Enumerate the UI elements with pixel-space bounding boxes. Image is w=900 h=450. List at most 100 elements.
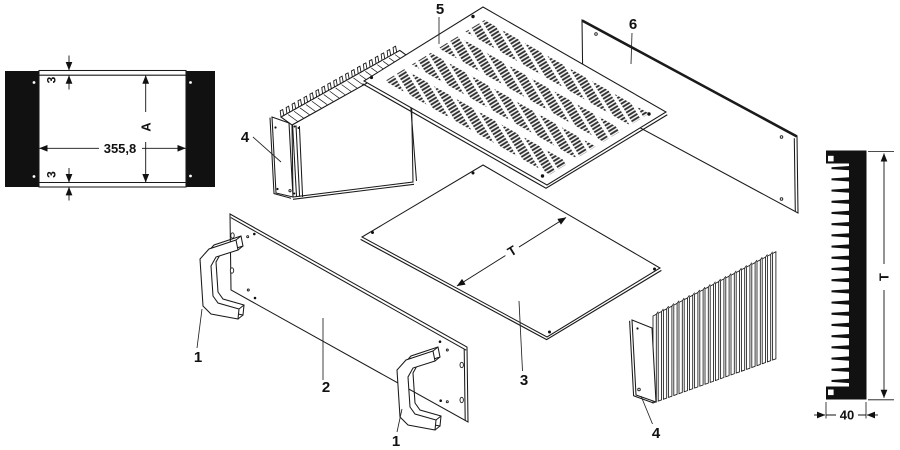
dim-top-flange: 3 bbox=[45, 76, 59, 83]
profile-base-bar bbox=[849, 150, 867, 400]
cover-surface bbox=[362, 6, 668, 186]
mounting-slot bbox=[229, 267, 235, 274]
screw-hole bbox=[779, 135, 784, 139]
mounting-plate bbox=[631, 319, 657, 403]
mounting-plate bbox=[271, 116, 294, 198]
screw-hole bbox=[253, 232, 256, 236]
dim-inner-width: 355,8 bbox=[104, 141, 137, 156]
label-heatsink-right: 4 bbox=[652, 425, 661, 442]
screw-hole bbox=[371, 231, 374, 234]
vent-band bbox=[411, 52, 596, 159]
dim-height-A: A bbox=[139, 122, 154, 132]
mounting-slot bbox=[459, 361, 464, 369]
panel-thickness-edge bbox=[463, 349, 466, 421]
label-rear-panel: 6 bbox=[629, 16, 637, 33]
label-bottom-plate: 3 bbox=[520, 372, 528, 389]
screw-hole bbox=[779, 197, 784, 201]
screw-hole bbox=[246, 235, 250, 239]
screw-hole bbox=[293, 125, 296, 128]
handle-depth-line bbox=[238, 304, 245, 310]
screw-hole bbox=[293, 192, 296, 195]
label-front-panel: 2 bbox=[322, 379, 330, 396]
front-view-panel-outline bbox=[38, 69, 187, 188]
screw-hole bbox=[297, 127, 300, 129]
screw-hole bbox=[445, 400, 449, 404]
screw-hole bbox=[32, 175, 36, 178]
leader-line bbox=[640, 395, 653, 425]
screw-hole bbox=[594, 32, 598, 36]
heatsink-fins bbox=[652, 251, 777, 404]
dim-label-bg bbox=[99, 141, 142, 155]
screw-hole bbox=[288, 189, 292, 193]
fin-comb bbox=[279, 45, 405, 125]
screw-hole bbox=[471, 171, 475, 175]
vent-band bbox=[385, 69, 569, 175]
fin-stack-line bbox=[298, 125, 304, 198]
profile-bottom-flange bbox=[826, 386, 867, 400]
fin-stack-line bbox=[292, 124, 298, 197]
dim-profile-height: T bbox=[877, 273, 892, 281]
profile-top-flange bbox=[826, 150, 867, 164]
dim-label-bg bbox=[500, 238, 523, 262]
dim-label-bg bbox=[139, 112, 153, 142]
panel-thickness-edge bbox=[793, 138, 796, 212]
profile-fins bbox=[831, 166, 850, 384]
dim-depth-label-group: T bbox=[500, 238, 523, 262]
plate-thickness-edge bbox=[269, 117, 292, 199]
dim-label-bg bbox=[836, 407, 858, 422]
bottom-plate-part: T bbox=[360, 164, 662, 341]
handle-front-face bbox=[199, 239, 240, 320]
screw-hole bbox=[540, 174, 545, 178]
screw-hole bbox=[647, 112, 651, 116]
screw-hole bbox=[438, 340, 442, 344]
plate-thickness-edge bbox=[629, 320, 654, 404]
screw-hole bbox=[253, 296, 257, 300]
label-heatsink-left: 4 bbox=[241, 129, 250, 146]
screw-hole bbox=[637, 387, 641, 392]
screw-hole bbox=[246, 288, 250, 292]
vent-band bbox=[465, 20, 650, 126]
fin-stack-line bbox=[295, 125, 301, 197]
screw-hole bbox=[439, 399, 443, 403]
leader-line bbox=[252, 136, 282, 163]
bottom-thickness-edge bbox=[292, 183, 415, 200]
panel-thickness-edge bbox=[230, 217, 467, 351]
leader-line bbox=[396, 408, 403, 433]
dim-label-bg bbox=[877, 264, 891, 290]
mounting-slot bbox=[459, 396, 464, 404]
label-handle-left: 1 bbox=[194, 349, 202, 366]
profile-top-notch bbox=[828, 155, 834, 162]
top-cover-part bbox=[362, 6, 668, 189]
heatsink-left-part bbox=[269, 45, 418, 200]
screw-hole bbox=[32, 81, 36, 84]
exploded-view: T bbox=[194, 1, 799, 450]
cover-thickness-edge bbox=[362, 83, 668, 189]
screw-hole bbox=[471, 14, 475, 19]
front-view: 3 3 A 355,8 bbox=[5, 55, 215, 201]
leader-line bbox=[196, 308, 203, 349]
screw-hole bbox=[276, 187, 279, 191]
part-labels: 5 6 4 1 2 1 3 4 bbox=[194, 1, 661, 450]
front-view-right-heatsink-face bbox=[186, 71, 215, 187]
screw-hole bbox=[636, 327, 639, 330]
mounting-slot bbox=[230, 232, 235, 239]
label-handle-bottom: 1 bbox=[392, 433, 400, 450]
profile-bottom-notch bbox=[828, 389, 834, 396]
heatsink-right-part bbox=[629, 251, 777, 404]
handle-depth-line bbox=[237, 245, 244, 251]
dim-bottom-flange: 3 bbox=[45, 171, 59, 178]
screw-hole bbox=[653, 267, 656, 271]
leader-line bbox=[518, 300, 523, 372]
plate-thickness-edge bbox=[360, 238, 662, 341]
panel-thickness-edge bbox=[581, 19, 798, 138]
screw-hole bbox=[274, 126, 277, 129]
front-view-left-heatsink-face bbox=[5, 71, 39, 187]
dim-profile-width: 40 bbox=[840, 408, 854, 423]
screw-hole bbox=[548, 330, 551, 334]
handle-depth-line bbox=[235, 235, 242, 241]
screw-hole bbox=[369, 75, 374, 80]
heatsink-profile-view: T 40 bbox=[814, 150, 894, 423]
screw-hole bbox=[189, 81, 192, 84]
